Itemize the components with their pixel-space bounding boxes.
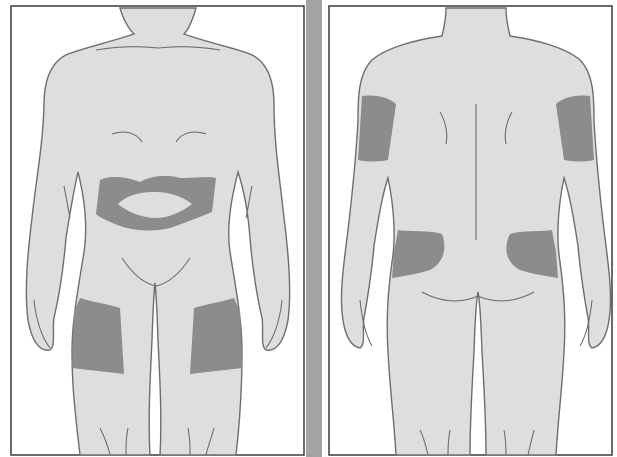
center-divider <box>306 0 322 457</box>
front-right-thigh-region <box>190 298 242 374</box>
front-left-thigh-region <box>72 298 124 374</box>
front-view-panel <box>11 6 304 455</box>
back-view-panel <box>329 6 612 455</box>
